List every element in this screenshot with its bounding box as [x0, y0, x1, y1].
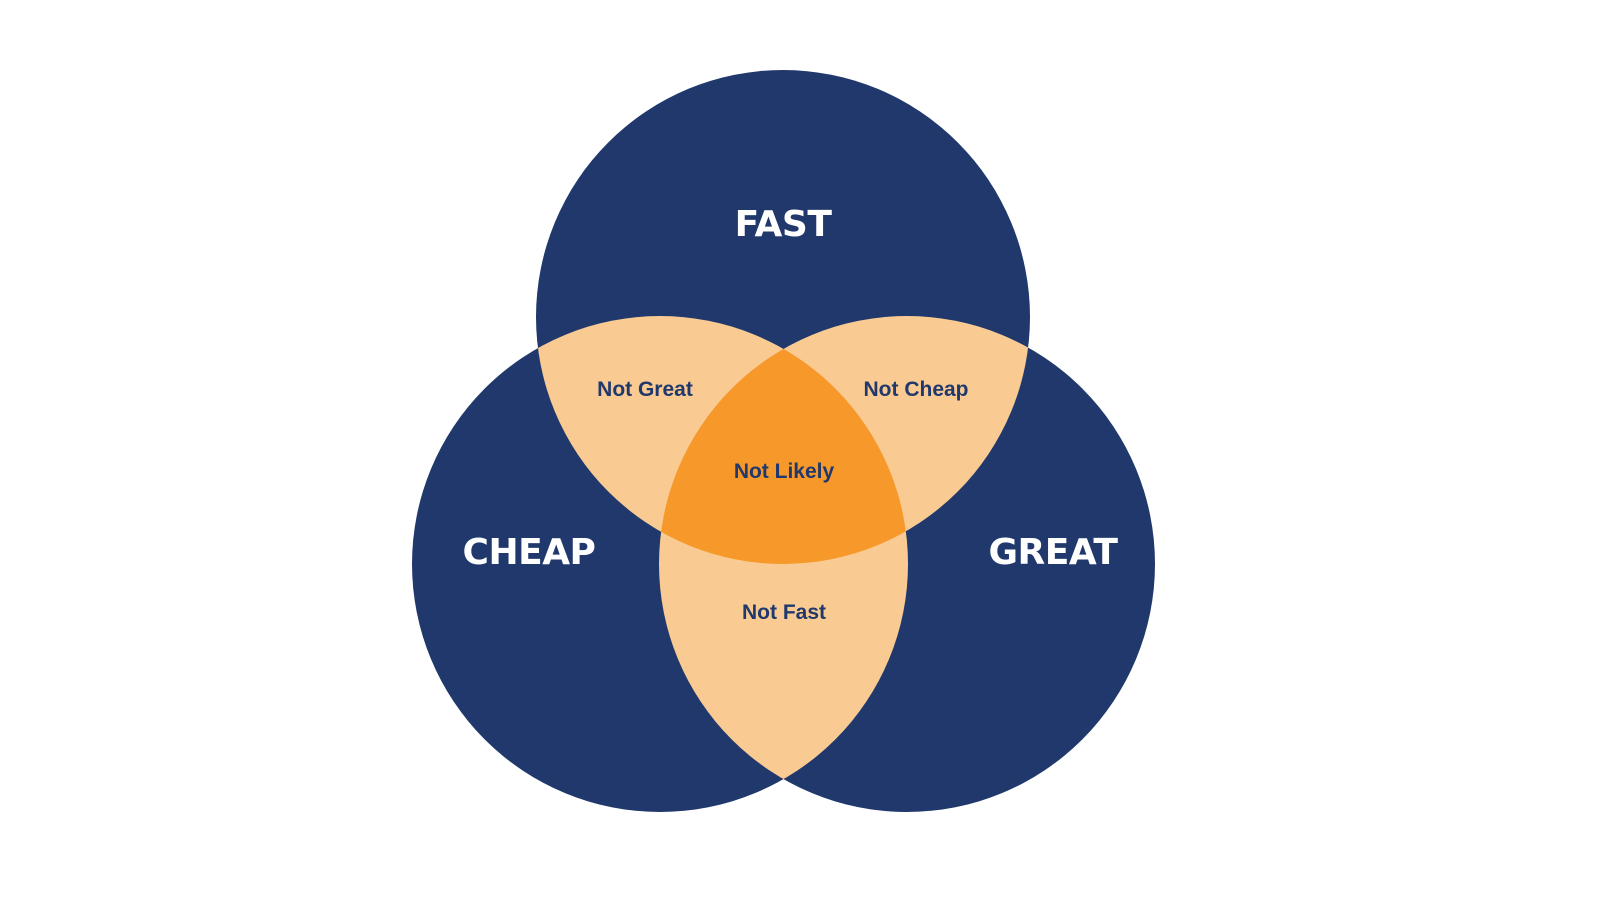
region-label-not-likely: Not Likely — [734, 460, 835, 483]
region-label-not-great: Not Great — [597, 378, 693, 401]
region-label-not-fast: Not Fast — [742, 601, 826, 624]
region-label-not-cheap: Not Cheap — [864, 378, 969, 401]
overlap-all-three — [659, 316, 908, 564]
set-label-fast: FAST — [735, 204, 833, 245]
set-label-cheap: CHEAP — [463, 532, 596, 573]
set-label-great: GREAT — [989, 532, 1119, 573]
